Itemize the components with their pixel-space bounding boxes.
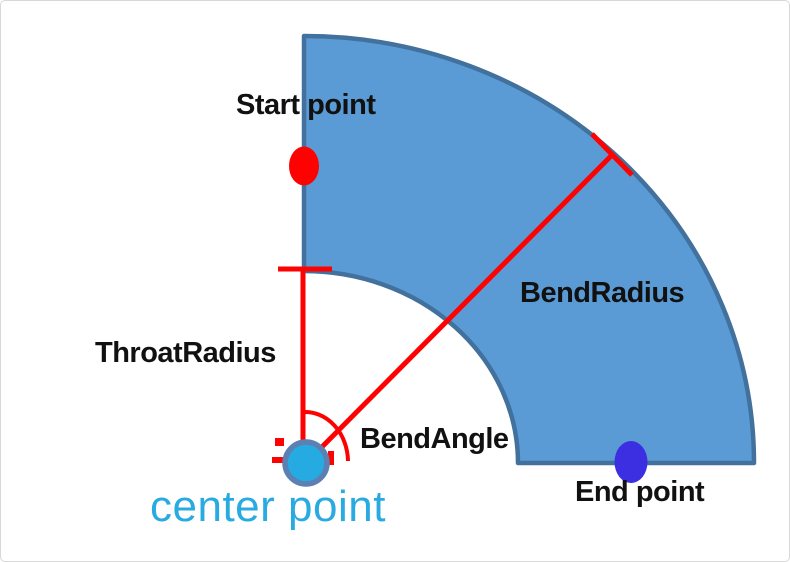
start-point-marker [289,146,319,186]
start-point-label: Start point [236,89,376,121]
end-point-label: End point [575,476,705,508]
end-point-marker [614,441,648,483]
center-point-label: center point [150,482,386,531]
bend-angle-arc [302,409,350,462]
center-handle-dash-top-left [275,438,284,446]
bend-radius-tick [590,132,634,177]
bend-radius-line [304,152,615,465]
bend-radius-label: BendRadius [520,277,685,309]
center-point-marker [282,439,330,487]
throat-radius-label: ThroatRadius [95,337,276,369]
bend-angle-label: BendAngle [360,423,509,455]
bend-sector-shape [301,33,757,466]
